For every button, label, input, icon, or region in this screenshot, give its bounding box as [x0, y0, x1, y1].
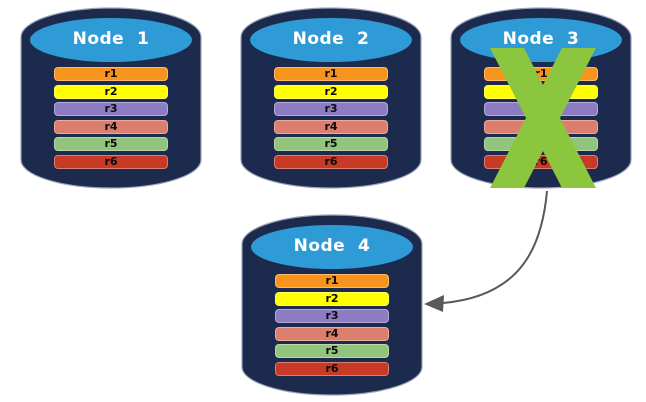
cylinder-top-face [30, 18, 192, 62]
database-node-3: Node 3 r1 r2 r3 r4 r5 r6 [450, 7, 632, 189]
cylinder-top-face [250, 18, 412, 62]
replica-row: r1 [274, 67, 388, 81]
database-node-2: Node 2 r1 r2 r3 r4 r5 r6 [240, 7, 422, 189]
replica-row: r3 [484, 102, 598, 116]
node-label: Node 4 [293, 236, 371, 256]
migration-arrow-line [442, 190, 548, 304]
replica-row: r3 [274, 102, 388, 116]
replica-row: r1 [484, 67, 598, 81]
replica-row: r5 [274, 137, 388, 151]
migration-arrowhead-icon [424, 295, 444, 312]
node-label: Node 3 [502, 29, 580, 49]
replica-row: r2 [484, 85, 598, 99]
replica-row: r5 [484, 137, 598, 151]
replica-row: r5 [275, 344, 389, 358]
node-label: Node 2 [292, 29, 370, 49]
database-node-4: Node 4 r1 r2 r3 r4 r5 r6 [241, 214, 423, 396]
replica-row: r2 [275, 292, 389, 306]
replica-row: r6 [484, 155, 598, 169]
cylinder-top-face [251, 225, 413, 269]
replica-row: r4 [274, 120, 388, 134]
replica-row: r3 [54, 102, 168, 116]
replica-row: r4 [275, 327, 389, 341]
replica-row: r6 [54, 155, 168, 169]
replica-row: r1 [54, 67, 168, 81]
replica-row: r2 [54, 85, 168, 99]
replica-row: r4 [54, 120, 168, 134]
replica-row: r2 [274, 85, 388, 99]
node-label: Node 1 [72, 29, 150, 49]
replica-row: r6 [274, 155, 388, 169]
replica-row: r5 [54, 137, 168, 151]
database-node-1: Node 1 r1 r2 r3 r4 r5 r6 [20, 7, 202, 189]
replica-row: r1 [275, 274, 389, 288]
replica-row: r4 [484, 120, 598, 134]
replica-row: r3 [275, 309, 389, 323]
replica-row: r6 [275, 362, 389, 376]
